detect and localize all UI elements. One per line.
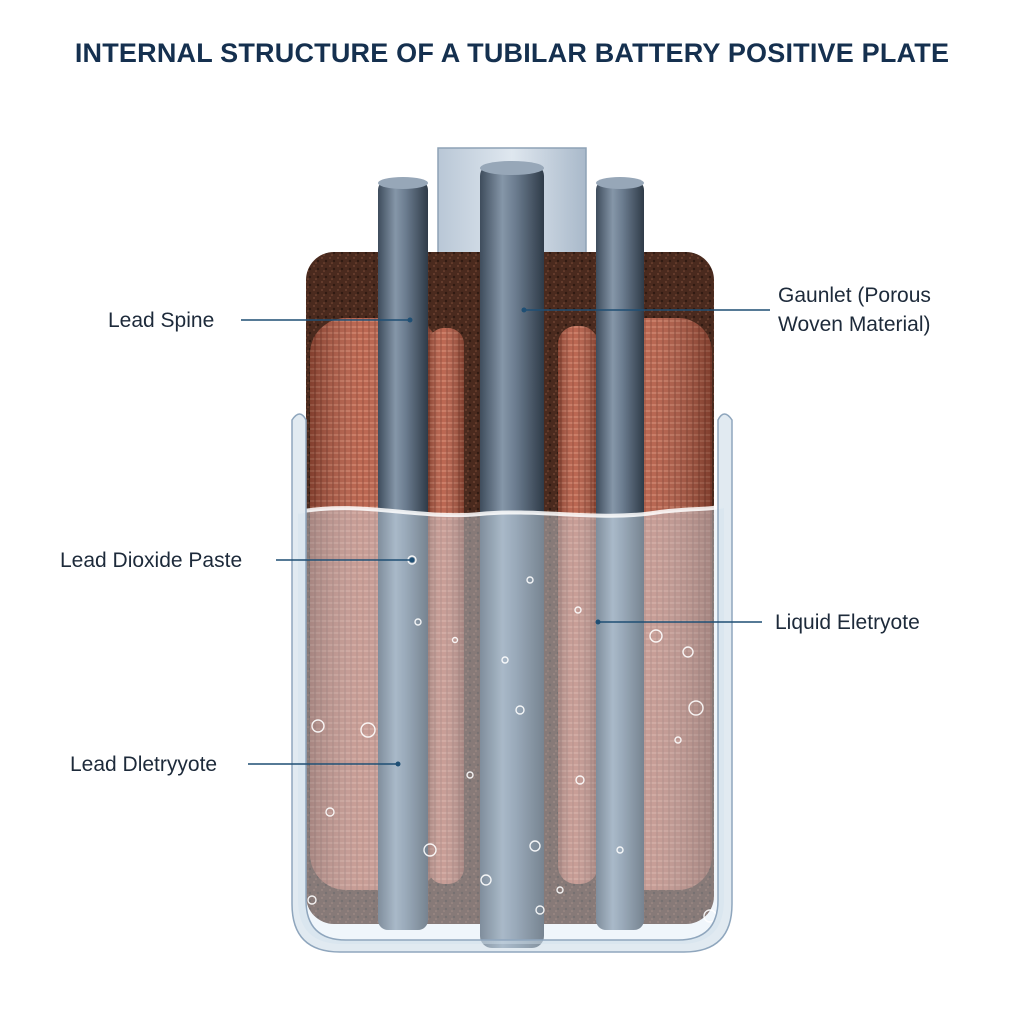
label-lead-spine: Lead Spine: [108, 309, 214, 332]
gauntlet-tube-center-left: [428, 328, 464, 884]
electrolyte-surface: [297, 504, 725, 518]
lead-spine-center: [480, 164, 544, 948]
label-gauntlet-line-2: Woven Material): [778, 313, 931, 336]
label-lead-dletryyote: Lead Dletryyote: [70, 753, 217, 776]
label-lead-dioxide-paste: Lead Dioxide Paste: [60, 549, 242, 572]
lead-spine-right: [596, 180, 644, 930]
glass-container: [291, 413, 733, 953]
label-liquid-electrolyte: Liquid Eletryote: [775, 611, 920, 634]
bubbles: [307, 555, 717, 923]
gauntlet-tube-center-right: [558, 326, 598, 884]
label-gauntlet-line-1: Gaunlet (Porous: [778, 284, 931, 307]
page-title: INTERNAL STRUCTURE OF A TUBILAR BATTERY …: [74, 38, 950, 68]
liquid-electrolyte: [298, 506, 724, 944]
lead-spine-left: [378, 180, 428, 930]
